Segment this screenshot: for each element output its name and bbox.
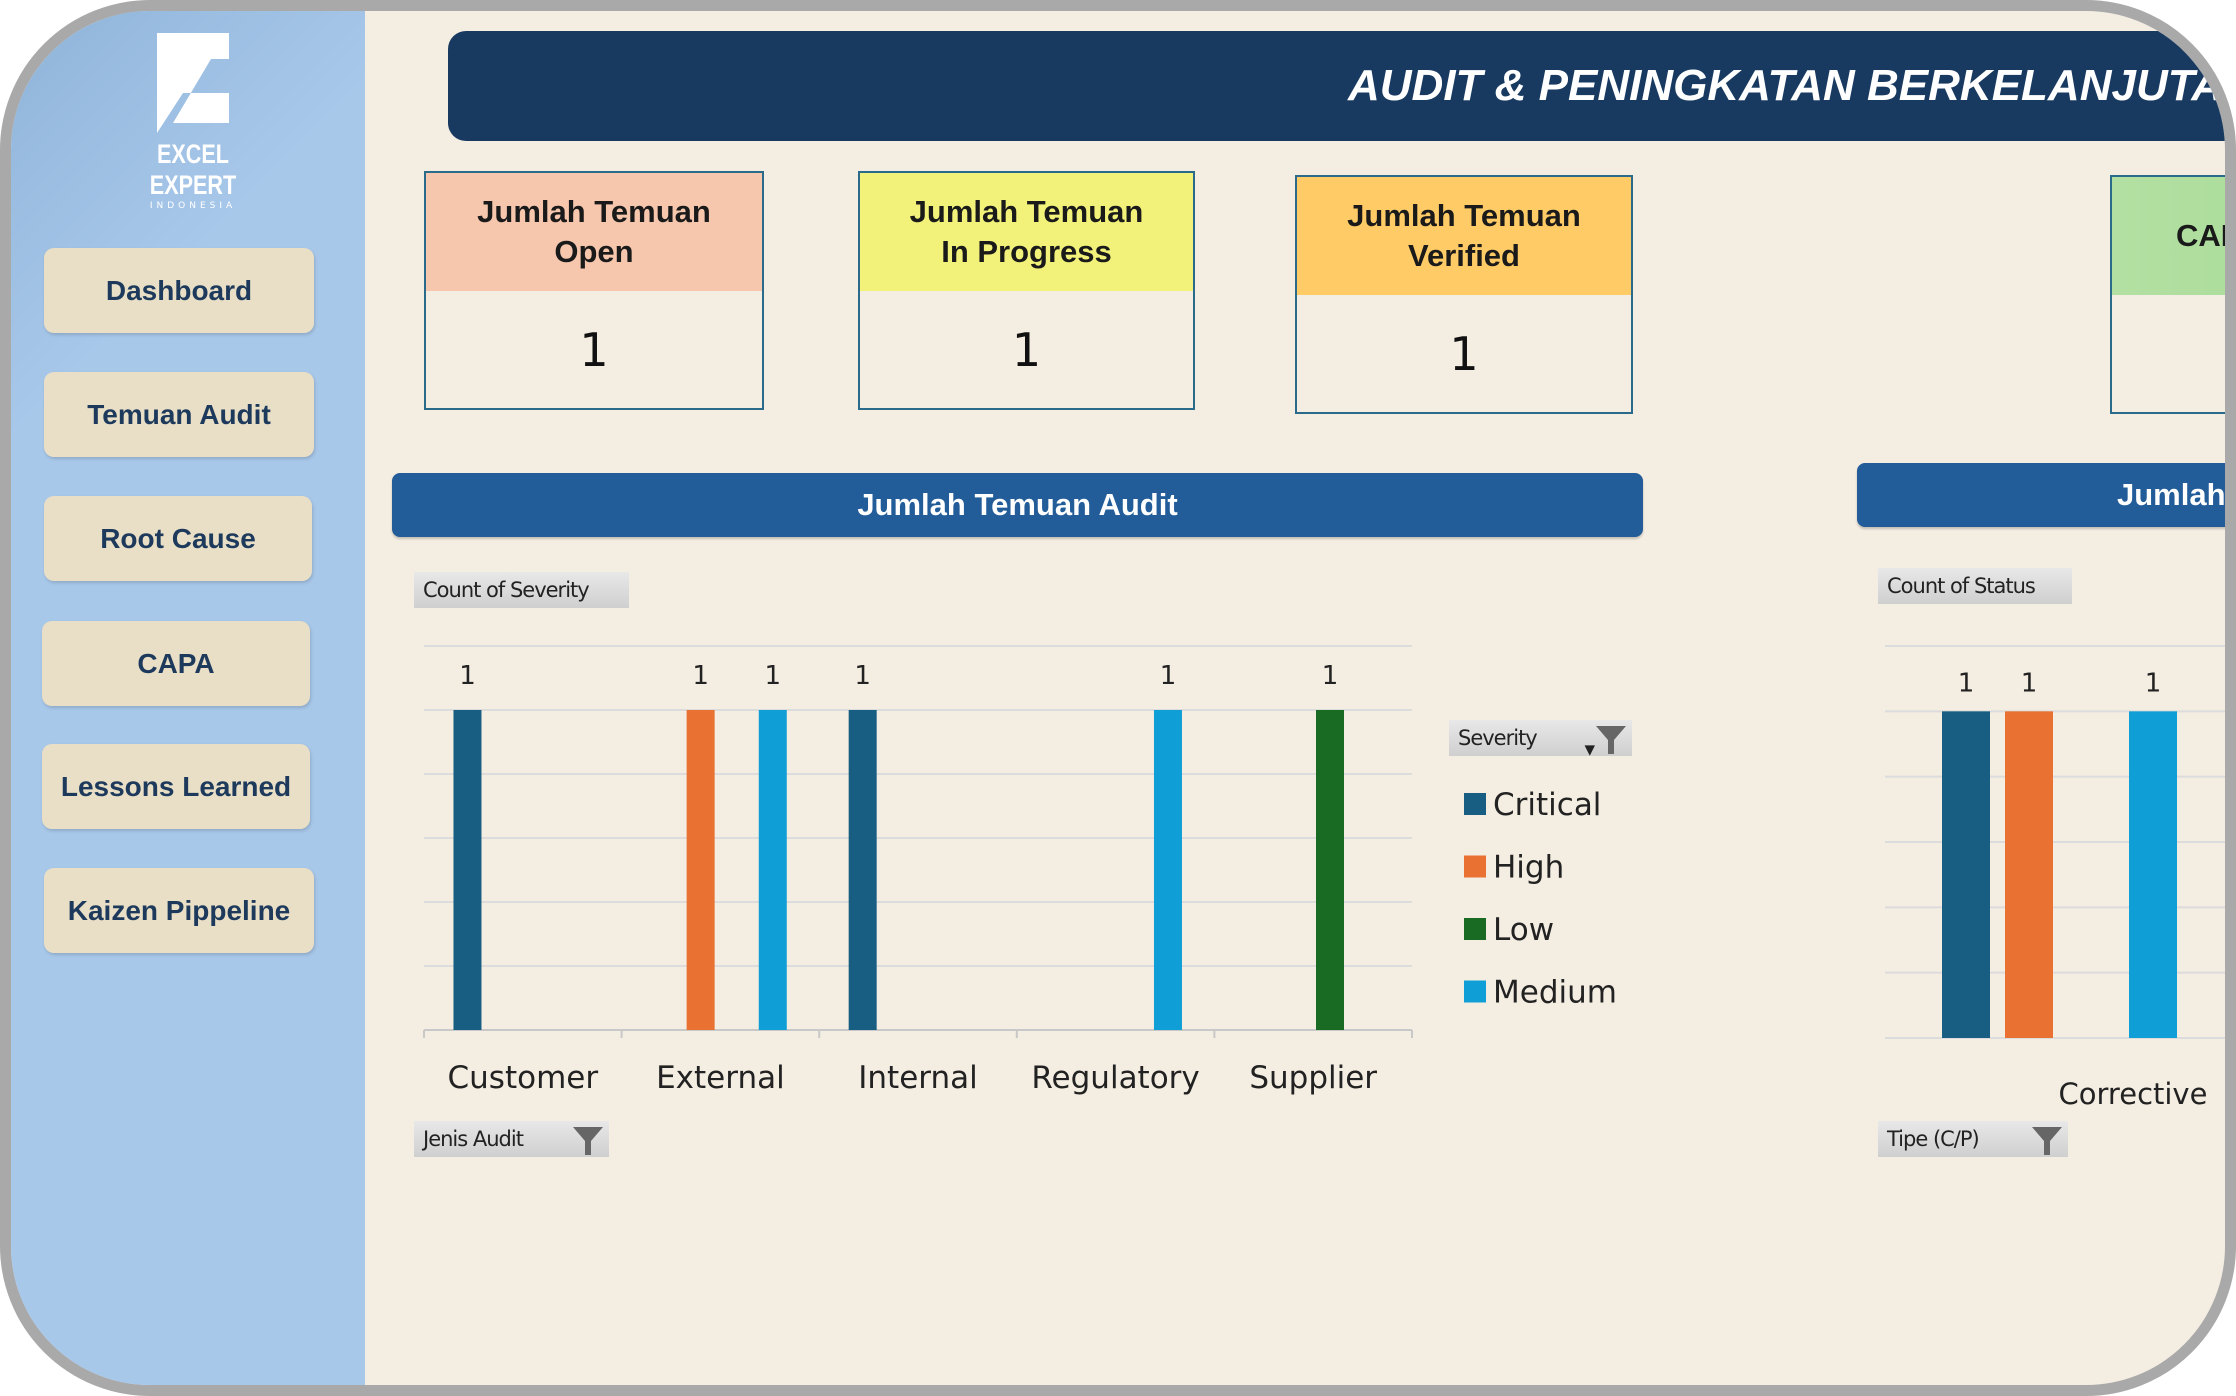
count-of-status-button[interactable]: Count of Status: [1878, 568, 2072, 604]
bar-high: [686, 710, 715, 1030]
severity-filter-button[interactable]: Severity▾: [1449, 720, 1632, 761]
filter-icon: [571, 1123, 605, 1168]
severity-filter-label: Severity: [1458, 726, 1538, 750]
legend-label: Low: [1493, 912, 1554, 948]
card-open-label: Jumlah Temuan Open: [426, 173, 762, 291]
logo: EXCEL EXPERT INDONESIA: [103, 33, 283, 211]
nav-kaizen-pipeline[interactable]: Kaizen Pippeline: [44, 868, 314, 953]
card-in-progress-value: 1: [1011, 322, 1042, 377]
data-label: 1: [1958, 668, 1975, 698]
jenis-audit-filter-label: Jenis Audit: [423, 1127, 524, 1151]
nav-lessons-learned[interactable]: Lessons Learned: [42, 744, 310, 829]
sidebar: EXCEL EXPERT INDONESIA Dashboard Temuan …: [11, 11, 365, 1385]
bar-medium: [1153, 710, 1182, 1030]
right-chart-header: Jumlah: [1857, 463, 2225, 527]
nav-root-cause[interactable]: Root Cause: [44, 496, 312, 581]
x-tick-label: Supplier: [1249, 1060, 1377, 1096]
x-tick-label: Internal: [858, 1060, 977, 1096]
count-of-severity-button[interactable]: Count of Severity: [414, 572, 629, 608]
data-label: 1: [764, 661, 781, 691]
excel-expert-logo-icon: [157, 33, 229, 133]
legend-label: Medium: [1493, 975, 1617, 1011]
tipe-filter-button[interactable]: Tipe (C/P): [1878, 1121, 2068, 1157]
legend-swatch-medium: [1464, 980, 1486, 1003]
data-label: 1: [2145, 668, 2162, 698]
page-title: AUDIT & PENINGKATAN BERKELANJUTAN: [448, 31, 2225, 141]
bar-critical: [848, 710, 877, 1030]
legend-swatch-critical: [1464, 793, 1486, 815]
nav-dashboard[interactable]: Dashboard: [44, 248, 314, 333]
card-in-progress-label: Jumlah Temuan In Progress: [860, 173, 1193, 291]
data-label: 1: [1160, 661, 1177, 691]
bar-high: [2005, 711, 2053, 1038]
legend-swatch-low: [1464, 918, 1486, 940]
card-open: Jumlah Temuan Open 1: [424, 171, 764, 410]
card-verified-value: 1: [1449, 326, 1479, 381]
card-open-value: 1: [579, 322, 609, 377]
legend-swatch-high: [1464, 855, 1486, 878]
card-capa: CAP: [2110, 175, 2225, 414]
bar-medium: [2129, 711, 2177, 1038]
logo-subtext: INDONESIA: [149, 201, 237, 211]
x-tick-label: Regulatory: [1031, 1060, 1199, 1096]
card-verified: Jumlah Temuan Verified 1: [1295, 175, 1633, 414]
card-verified-label: Jumlah Temuan Verified: [1297, 177, 1631, 295]
jenis-audit-filter-button[interactable]: Jenis Audit: [414, 1121, 609, 1157]
x-tick-label: Customer: [448, 1060, 599, 1096]
data-label: 1: [2021, 668, 2038, 698]
logo-text: EXCEL EXPERT: [149, 139, 237, 200]
nav-capa[interactable]: CAPA: [42, 621, 310, 706]
legend-label: Critical: [1493, 787, 1601, 823]
legend-label: High: [1493, 850, 1564, 886]
tipe-filter-label: Tipe (C/P): [1887, 1127, 1980, 1151]
bar-critical: [453, 710, 482, 1030]
x-tick-label: External: [656, 1060, 785, 1096]
bar-critical: [1942, 711, 1990, 1038]
nav-temuan-audit[interactable]: Temuan Audit: [44, 372, 314, 457]
card-capa-label: CAP: [2112, 177, 2225, 295]
x-tick-label: Corrective: [2059, 1077, 2208, 1111]
filter-icon: [2030, 1123, 2064, 1168]
bar-low: [1315, 710, 1344, 1030]
bar-medium: [758, 710, 787, 1030]
left-chart-header: Jumlah Temuan Audit: [392, 473, 1643, 537]
data-label: 1: [692, 661, 709, 691]
data-label: 1: [459, 661, 476, 691]
card-in-progress: Jumlah Temuan In Progress 1: [858, 171, 1195, 410]
data-label: 1: [854, 661, 871, 691]
filter-icon: ▾: [1584, 722, 1628, 767]
data-label: 1: [1322, 661, 1339, 691]
